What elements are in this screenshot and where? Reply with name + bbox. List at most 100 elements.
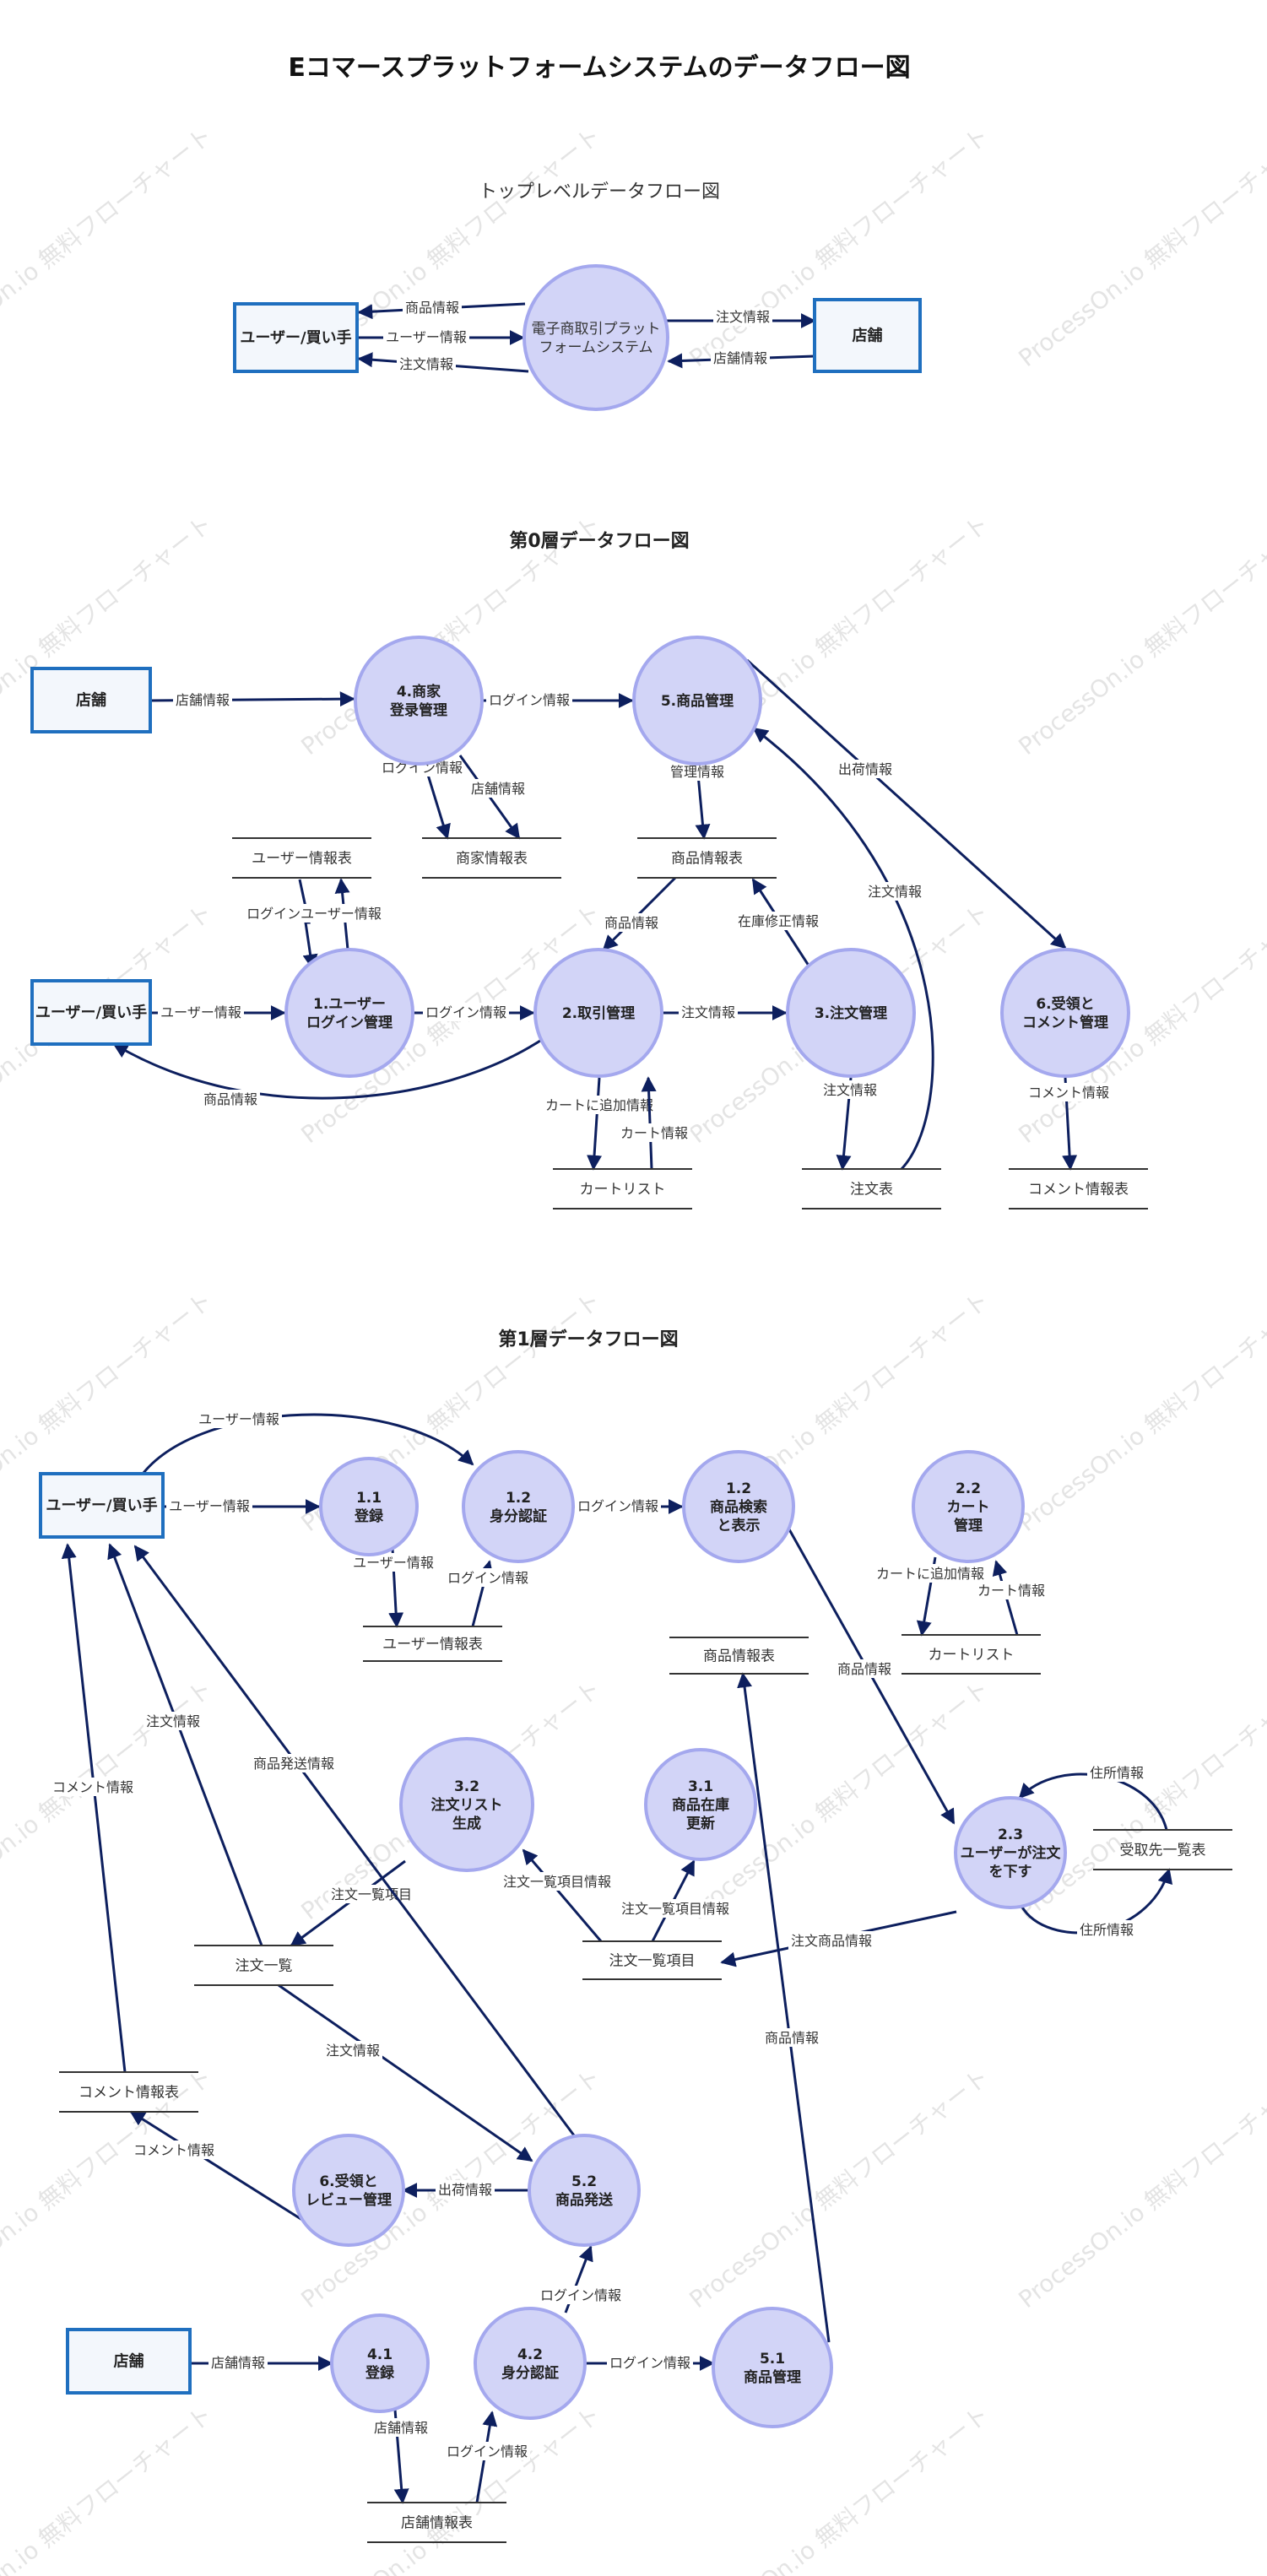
- store-l0-product-info: 商品情報表: [637, 837, 777, 879]
- flow-l0-order-info-23: 注文情報: [663, 1003, 788, 1021]
- flow-l1-order-product-info: 注文商品情報: [720, 1910, 957, 1967]
- flow-l1-order-info-ship: 注文情報: [278, 1983, 533, 2162]
- process-l1-shop-auth-label: 4.2: [517, 2346, 543, 2363]
- flow-l1-user-info: ユーザー情報: [163, 1496, 321, 1515]
- process-l0-receive-comment-label: 6.受領と: [1036, 995, 1094, 1013]
- flow-l1-add-cart: カートに追加情報: [874, 1556, 987, 1637]
- flow-top-user-info-label: ユーザー情報: [386, 329, 467, 345]
- process-l1-place-order-label: ユーザーが注文: [961, 1844, 1062, 1862]
- flow-l1-login-info-label: ログイン情報: [577, 1498, 658, 1514]
- flow-l0-login-user-info-a: [298, 879, 318, 970]
- flow-l0-comment-info-label: コメント情報: [1028, 1085, 1109, 1101]
- watermark-text: ProcessOn.io 無料フローチャート: [1013, 1286, 1267, 1537]
- flow-l0-shop-info: 店舗情報: [149, 690, 355, 709]
- process-ecommerce-system-label: 電子商取引プラット: [532, 321, 661, 338]
- process-l1-ship-label: 5.2: [571, 2173, 597, 2190]
- flow-l1-reg-user-info-label: ユーザー情報: [353, 1555, 434, 1571]
- flow-l0-stock-update-label: 在庫修正情報: [738, 913, 819, 929]
- process-l1-product-mgmt-label: 商品管理: [744, 2368, 801, 2386]
- process-l1-place-order-label: 2.3: [998, 1826, 1023, 1843]
- flow-l0-merchant-shop-info-label: 店舗情報: [471, 781, 525, 797]
- store-l1-order-list: 注文一覧: [194, 1945, 333, 1986]
- flow-top-user-info: ユーザー情報: [359, 327, 525, 346]
- process-l1-place-order-label: を下す: [989, 1864, 1032, 1881]
- flow-l0-login-info-12-label: ログイン情報: [425, 1004, 506, 1020]
- process-l1-cart-mgmt-label: カート: [947, 1499, 990, 1516]
- entity-user-top: ユーザー/買い手: [233, 302, 359, 373]
- flow-l1-address-out: 住所情報: [1020, 1868, 1173, 1939]
- flow-top-product-info-label: 商品情報: [405, 300, 459, 316]
- flow-l0-comment-info: コメント情報: [1026, 1077, 1112, 1171]
- process-l1-register-label: 登録: [354, 1507, 384, 1525]
- flow-l1-address-in: 住所情報: [1018, 1763, 1168, 1831]
- flow-l1-order-item-info-2-label: 注文一覧項目情報: [503, 1874, 611, 1890]
- flow-top-order-info-user-label: 注文情報: [399, 356, 453, 372]
- watermark-text: ProcessOn.io 無料フローチャート: [0, 122, 218, 372]
- process-ecommerce-system-label: フォームシステム: [539, 339, 653, 356]
- watermark-text: ProcessOn.io 無料フローチャート: [1013, 2063, 1267, 2314]
- flow-l1-shipping-info: 出荷情報: [402, 2180, 529, 2199]
- flow-l0-order-info-23-label: 注文情報: [681, 1004, 735, 1020]
- process-l1-auth-label: 1.2: [506, 1490, 531, 1507]
- flow-l1-comment-info-review-label: コメント情報: [133, 2142, 214, 2158]
- store-l0-order-table-label: 注文表: [850, 1182, 893, 1199]
- process-l0-product-mgmt: 5.商品管理: [632, 636, 762, 766]
- store-l1-order-list-label: 注文一覧: [236, 1958, 293, 1975]
- store-l0-order-table: 注文表: [802, 1168, 941, 1210]
- process-l1-order-list-gen-label: 生成: [452, 1815, 481, 1832]
- flow-l1-product-ship-info: 商品発送情報: [133, 1545, 576, 2136]
- flow-l1-auth-login-ship: ログイン情報: [538, 2245, 624, 2314]
- flow-l0-order-info-store: 注文情報: [820, 1077, 880, 1171]
- process-l1-register-label: 1.1: [356, 1490, 382, 1507]
- store-l0-product-info-label: 商品情報表: [671, 851, 743, 868]
- store-l1-cart-list: カートリスト: [902, 1634, 1041, 1675]
- flow-l0-login-info-45-label: ログイン情報: [489, 692, 570, 708]
- process-l0-receive-comment-label: コメント管理: [1022, 1014, 1108, 1031]
- flow-l1-shop-reg-info: 店舗情報: [371, 2409, 430, 2504]
- flow-l1-user-info-label: ユーザー情報: [169, 1498, 250, 1514]
- store-l1-shop-info-label: 店舗情報表: [401, 2515, 473, 2532]
- section-title-level0: 第0層データフロー図: [509, 530, 689, 552]
- flow-l1-product-info-51: 商品情報: [737, 1672, 831, 2343]
- flow-l1-shop-reg-info-label: 店舗情報: [374, 2420, 428, 2436]
- process-l1-stock-update-label: 商品在庫: [672, 1796, 729, 1814]
- process-l1-product-mgmt-label: 5.1: [760, 2351, 785, 2368]
- flow-l0-product-info-user-label: 商品情報: [203, 1091, 257, 1107]
- process-l1-order-list-gen-label: 3.2: [454, 1778, 479, 1795]
- flow-l1-order-product-info-label: 注文商品情報: [791, 1933, 872, 1949]
- flow-l1-order-info-ship-label: 注文情報: [326, 2043, 380, 2059]
- store-l1-receiver-list: 受取先一覧表: [1093, 1829, 1232, 1870]
- flow-l0-add-cart: カートに追加情報: [543, 1077, 656, 1171]
- flow-l1-order-item-info-2: 注文一覧項目情報: [501, 1848, 614, 1942]
- watermark-text: ProcessOn.io 無料フローチャート: [1013, 122, 1267, 372]
- flow-top-order-info-user: 注文情報: [357, 352, 529, 373]
- flow-l1-comment-info-user-label: コメント情報: [52, 1779, 133, 1795]
- flow-top-shop-info: 店舗情報: [667, 349, 815, 369]
- entity-user-l0-label: ユーザー/買い手: [35, 1004, 147, 1022]
- entity-user-l0: ユーザー/買い手: [30, 979, 152, 1046]
- entity-shop-l1-label: 店舗: [114, 2352, 144, 2371]
- flow-l1-order-item-info-label: 注文一覧項目情報: [621, 1901, 729, 1917]
- process-l1-order-list-gen-label: 注文リスト: [431, 1796, 503, 1814]
- flow-l1-shop-auth-login-label: ログイン情報: [447, 2443, 528, 2460]
- process-l0-merchant-login-label: 登录管理: [389, 701, 447, 719]
- watermark-text: ProcessOn.io 無料フローチャート: [1013, 510, 1267, 760]
- section-title-top: トップレベルデータフロー図: [479, 181, 720, 203]
- store-l0-merchant-info-label: 商家情報表: [456, 851, 528, 868]
- flow-l1-login-info: ログイン情報: [573, 1496, 684, 1515]
- flow-l0-cart-info: カート情報: [618, 1076, 690, 1170]
- flow-l1-product-info-order: 商品情報: [788, 1529, 956, 1825]
- flow-l1-address-in-label: 住所情報: [1090, 1765, 1144, 1781]
- store-l1-receiver-list-label: 受取先一覧表: [1120, 1843, 1206, 1859]
- store-l1-order-items: 注文一覧項目: [582, 1940, 722, 1980]
- flow-l1-user-info-arc: ユーザー情報: [142, 1410, 474, 1474]
- flow-l0-merchant-login-info-label: ログイン情報: [382, 760, 463, 776]
- flow-l0-login-user-info-b-label: ログインユーザー情報: [246, 906, 382, 922]
- flow-l1-comment-info-review: コメント情報: [129, 2110, 303, 2222]
- flow-l1-add-cart-label: カートに追加情報: [876, 1566, 984, 1582]
- entity-user-l1-label: ユーザー/買い手: [46, 1496, 157, 1515]
